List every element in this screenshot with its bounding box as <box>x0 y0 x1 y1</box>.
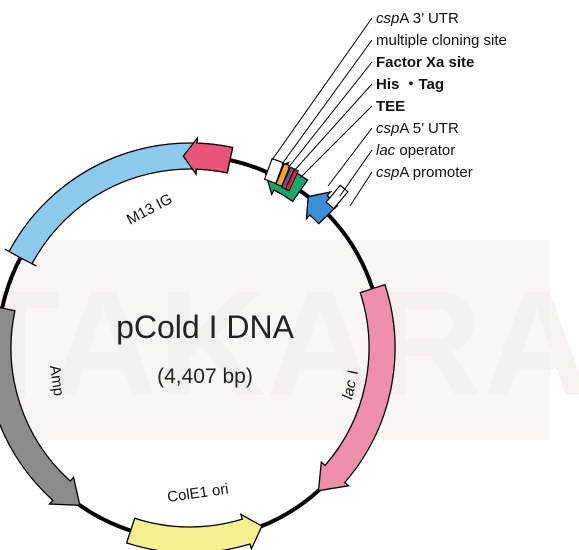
feature-label-text: multiple cloning site <box>376 32 507 49</box>
feature-label: multiple cloning site <box>376 32 507 49</box>
laci-plain: I <box>345 369 362 377</box>
leader-lines <box>271 17 373 207</box>
feature-label-italic: csp <box>376 10 399 27</box>
plasmid-size: (4,407 bp) <box>157 365 253 388</box>
feature-label-text: TEE <box>376 98 405 115</box>
segment-amp-arrow <box>0 306 81 506</box>
feature-label: cspA 3’ UTR <box>376 10 459 27</box>
mcs-block <box>275 163 291 187</box>
segment-label-amp: Amp <box>46 364 67 397</box>
feature-label-italic: lac <box>376 142 396 159</box>
cspa-5utr-block <box>325 184 349 210</box>
segment-label-cole1: ColE1 ori <box>166 481 229 506</box>
feature-label: lac operator <box>376 142 455 159</box>
segment-label-laci: lacI <box>339 369 362 401</box>
feature-label-italic: csp <box>376 164 399 181</box>
mcs-blocks <box>263 157 349 210</box>
factor-xa-block <box>281 166 295 190</box>
feature-label-text: A 5’ UTR <box>399 120 459 137</box>
segment-laci-arrow <box>317 283 396 492</box>
laci-italic: lac <box>339 378 360 401</box>
feature-label: Factor Xa site <box>376 54 474 71</box>
his-tag-block <box>285 168 299 192</box>
feature-label-italic: csp <box>376 120 399 137</box>
feature-label-text: His ・Tag <box>376 76 444 93</box>
feature-label: cspA 5’ UTR <box>376 120 459 137</box>
feature-label: His ・Tag <box>376 76 444 93</box>
cspa-3utr-block <box>263 157 285 185</box>
watermark-text: TAKARA <box>0 259 579 427</box>
feature-label-text: A 3’ UTR <box>399 10 459 27</box>
watermark: TAKARA <box>0 240 579 440</box>
segment-cole1-arrow <box>125 513 263 550</box>
segment-mcs-arrow <box>182 136 234 177</box>
feature-label: TEE <box>376 98 405 115</box>
feature-label-text: operator <box>395 142 455 159</box>
feature-label: cspA promoter <box>376 164 473 181</box>
feature-label-text: Factor Xa site <box>376 54 474 71</box>
segment-label-m13: M13 IG <box>124 190 175 228</box>
feature-label-text: A promoter <box>399 164 472 181</box>
plasmid-name: pCold I DNA <box>116 309 295 345</box>
